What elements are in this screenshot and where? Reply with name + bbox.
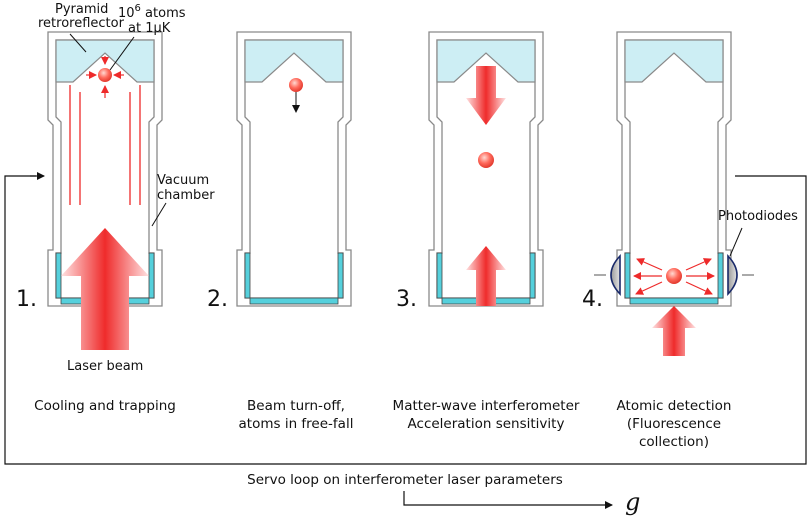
chamber-3-outer-wall [428, 31, 544, 307]
step-2-caption-line-2: atoms in free-fall [239, 416, 354, 432]
atoms-leader-line [109, 36, 135, 71]
chamber-1-window-right [148, 252, 155, 299]
interferometer-beam-up-arrow [466, 246, 506, 306]
chamber-4-outer-wall [616, 31, 732, 307]
step-4-caption-line-1: Atomic detection [617, 398, 732, 414]
vacuum-leader-line [151, 202, 167, 227]
step-number-1: 1. [16, 287, 37, 312]
chamber-1-pyramid-reflector [55, 39, 155, 83]
photodiodes-leader [729, 227, 743, 257]
atom-cloud-2 [289, 78, 303, 92]
step-3-caption-line-2: Acceleration sensitivity [408, 416, 565, 432]
chamber-1-outer-wall [47, 31, 163, 307]
step-number-4: 4. [582, 287, 603, 312]
chamber-2 [236, 31, 352, 307]
photodiode-left [610, 253, 621, 297]
chamber-4-window-bottom [629, 297, 719, 305]
atom-cloud-3 [478, 152, 494, 168]
photodiode-right [727, 253, 738, 297]
step-4-caption-line-2: (Fluorescence [627, 416, 721, 432]
laser-beam-label: Laser beam [67, 359, 143, 374]
chamber-1 [47, 31, 163, 350]
detection-beam-up-arrow [652, 306, 696, 356]
fluorescence-ray-ne [685, 258, 712, 271]
chamber-3-window-left [436, 252, 443, 299]
fluorescence-ray-nw [636, 258, 663, 271]
atom-cloud-4 [666, 268, 682, 284]
laser-beam-arrow-1 [61, 228, 149, 350]
atoms-unit: atoms [141, 6, 186, 21]
chamber-2-window-right [337, 252, 344, 299]
chamber-1-window-left [55, 252, 62, 299]
chamber-4 [594, 31, 754, 356]
output-arrow [403, 491, 613, 509]
step-3-caption-line-1: Matter-wave interferometer [393, 398, 580, 414]
pyramid-retroreflector-label-1: Pyramid [55, 2, 108, 17]
atoms-exponent: 6 [135, 3, 141, 14]
chamber-3-pyramid-reflector [436, 39, 536, 83]
chamber-2-pyramid-reflector [244, 39, 344, 83]
pyramid-retroreflector-label-2: retroreflector [38, 16, 125, 31]
pyramid-leader-line [69, 33, 87, 53]
chamber-3-window-right [529, 252, 536, 299]
step-number-3: 3. [396, 287, 417, 312]
vacuum-chamber-label-2: chamber [157, 188, 215, 203]
chamber-2-window-bottom [249, 297, 339, 305]
vacuum-chamber-label-1: Vacuum [157, 173, 209, 188]
atoms-label-2: at 1µK [128, 21, 171, 36]
fluorescence-ray-sw [635, 281, 663, 295]
chamber-2-outer-wall [236, 31, 352, 307]
step-number-2: 2. [207, 287, 228, 312]
chamber-2-window-left [244, 252, 251, 299]
atoms-base: 10 [118, 6, 135, 21]
chamber-4-pyramid-reflector [624, 39, 724, 83]
interferometer-beam-down-arrow [466, 66, 506, 125]
photodiodes-label: Photodiodes [718, 209, 798, 224]
chamber-3 [428, 31, 544, 307]
step-4-caption-line-3: collection) [639, 434, 709, 450]
gravity-g-symbol: g [625, 488, 640, 516]
atoms-label-1: 106 atoms [118, 3, 186, 21]
servo-loop-label: Servo loop on interferometer laser param… [247, 472, 563, 488]
fluorescence-rays [633, 258, 715, 295]
atom-cloud-1 [98, 68, 112, 82]
step-2-caption-line-1: Beam turn-off, [247, 398, 345, 414]
step-1-caption: Cooling and trapping [34, 398, 176, 414]
fluorescence-ray-se [685, 281, 713, 295]
chamber-4-window-right [717, 252, 724, 299]
chamber-4-window-left [624, 252, 631, 299]
servo-loop-line [4, 175, 807, 465]
